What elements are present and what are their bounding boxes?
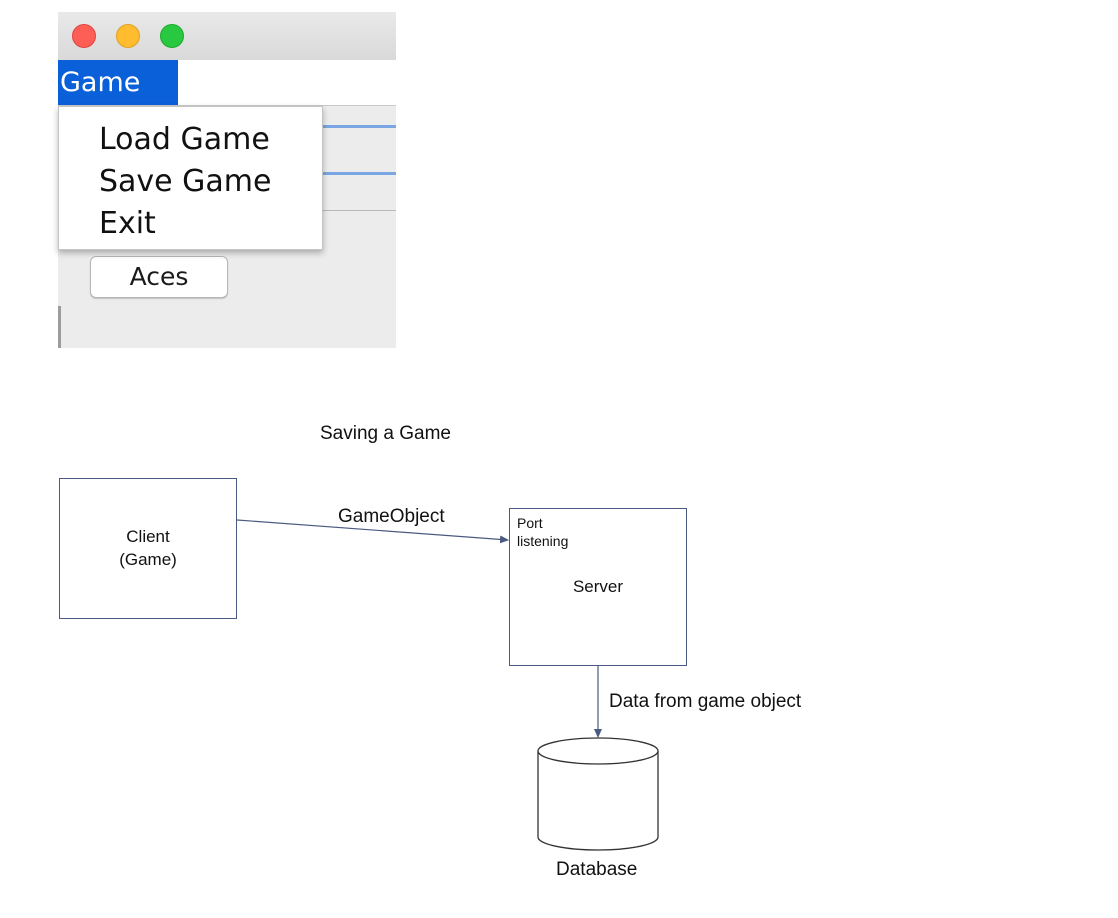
port-listening-label: Port listening: [517, 515, 569, 549]
close-dot-icon[interactable]: [72, 24, 96, 48]
client-box: Client (Game): [59, 478, 237, 619]
text-field-bottom[interactable]: [318, 172, 396, 175]
zoom-dot-icon[interactable]: [160, 24, 184, 48]
panel-edge: [58, 306, 61, 348]
client-label: Client (Game): [119, 527, 177, 569]
gameobject-label: GameObject: [338, 506, 445, 527]
minimize-dot-icon[interactable]: [116, 24, 140, 48]
menu-item-exit[interactable]: Exit: [99, 206, 156, 241]
menu-bar: Game: [58, 60, 396, 106]
title-bar: [58, 12, 396, 60]
database-cylinder-icon: [537, 737, 659, 851]
data-from-game-object-label: Data from game object: [609, 691, 802, 712]
server-label: Server: [572, 577, 624, 596]
text-field-top[interactable]: [318, 125, 396, 128]
server-box: Port listening Server: [509, 508, 687, 666]
divider: [320, 210, 396, 211]
aces-button[interactable]: Aces: [90, 256, 228, 298]
database-label: Database: [556, 859, 638, 880]
diagram-title: Saving a Game: [320, 423, 451, 444]
menu-item-load-game[interactable]: Load Game: [99, 122, 270, 157]
game-dropdown-menu: Load Game Save Game Exit: [58, 106, 323, 250]
client-to-server-arrow: [236, 519, 509, 544]
menu-item-save-game[interactable]: Save Game: [99, 164, 272, 199]
game-menu[interactable]: Game: [58, 60, 178, 105]
